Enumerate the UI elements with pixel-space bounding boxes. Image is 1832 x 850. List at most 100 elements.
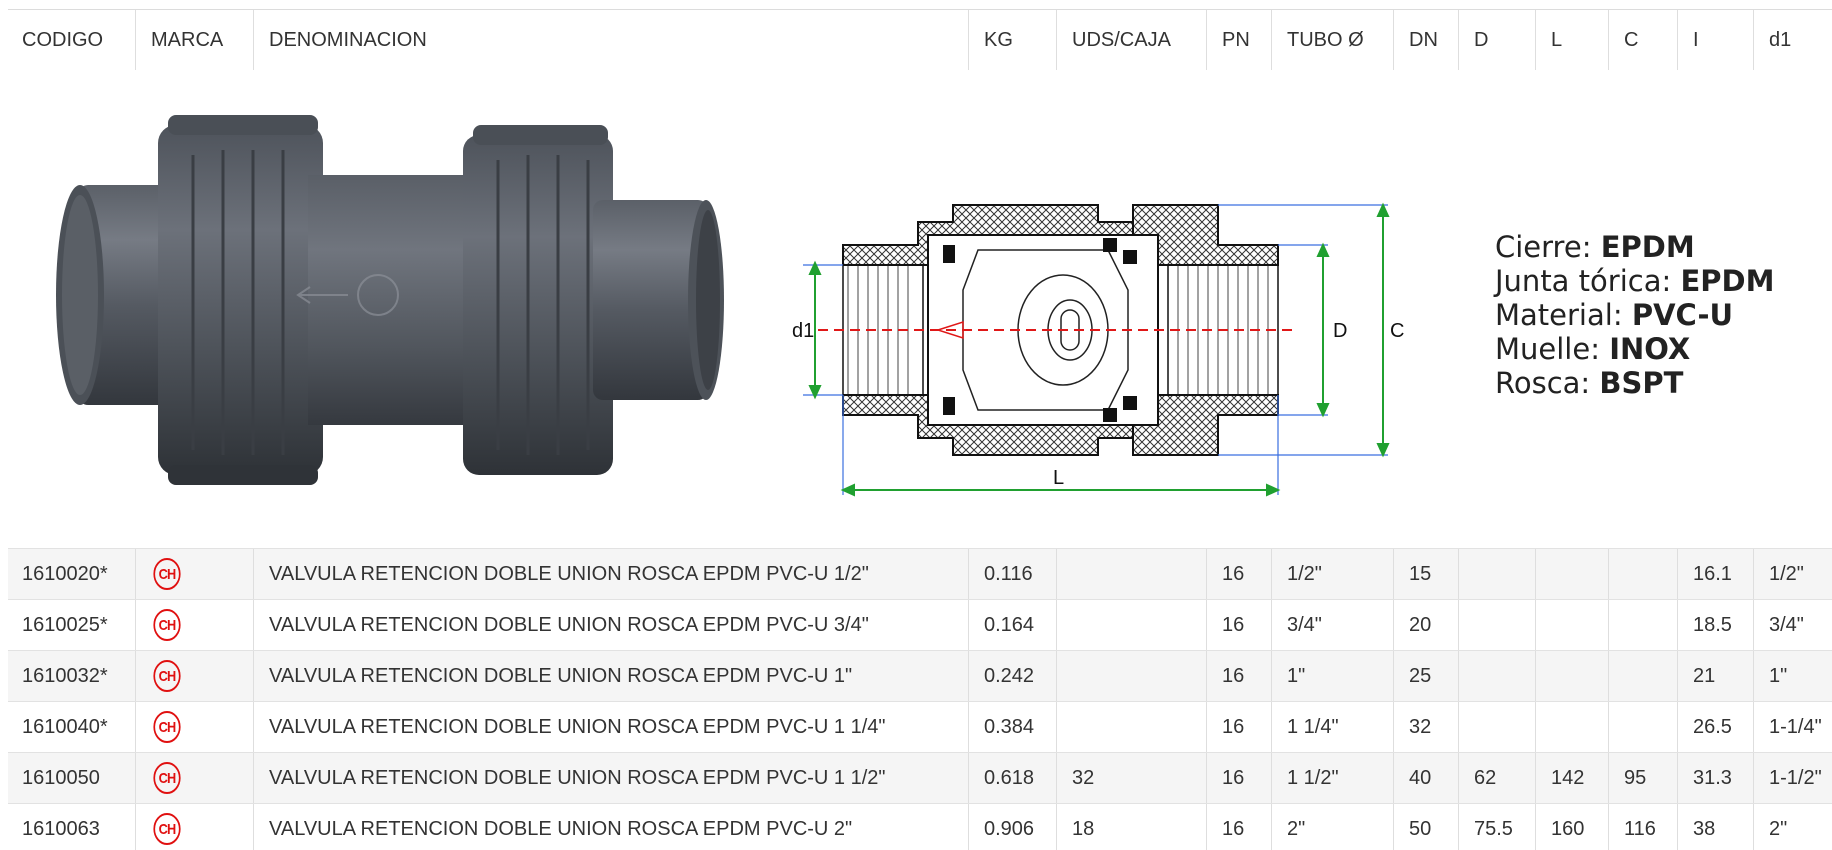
product-photo bbox=[56, 115, 724, 485]
cell-kg: 0.906 bbox=[968, 804, 1056, 850]
cell-codigo: 1610020* bbox=[22, 562, 108, 585]
cell-pn: 16 bbox=[1206, 600, 1271, 650]
cell-tubo: 1 1/4" bbox=[1271, 702, 1393, 752]
cell-codigo: 1610040* bbox=[22, 715, 108, 738]
brand-logo-icon: CH bbox=[153, 711, 181, 743]
cell-l bbox=[1535, 600, 1608, 650]
table-row[interactable]: 1610020* CH VALVULA RETENCION DOBLE UNIO… bbox=[8, 549, 1832, 600]
cell-uds-caja bbox=[1056, 651, 1206, 701]
cell-l bbox=[1535, 651, 1608, 701]
cell-uds-caja bbox=[1056, 600, 1206, 650]
cell-d1: 3/4" bbox=[1753, 600, 1832, 650]
cell-codigo: 1610063 bbox=[22, 817, 100, 840]
cell-marca: CH bbox=[135, 600, 253, 650]
cell-denominacion: VALVULA RETENCION DOBLE UNION ROSCA EPDM… bbox=[253, 702, 968, 752]
table-row[interactable]: 1610025* CH VALVULA RETENCION DOBLE UNIO… bbox=[8, 600, 1832, 651]
cell-kg: 0.164 bbox=[968, 600, 1056, 650]
brand-logo-icon: CH bbox=[153, 660, 181, 692]
header-l[interactable]: L bbox=[1535, 10, 1608, 70]
header-kg[interactable]: KG bbox=[968, 10, 1056, 70]
cell-l: 160 bbox=[1535, 804, 1608, 850]
cell-denominacion: VALVULA RETENCION DOBLE UNION ROSCA EPDM… bbox=[253, 549, 968, 599]
cell-i: 31.3 bbox=[1677, 753, 1753, 803]
brand-logo-icon: CH bbox=[153, 762, 181, 794]
cell-codigo: 1610050 bbox=[22, 766, 100, 789]
cell-dn: 32 bbox=[1393, 702, 1458, 752]
cell-denominacion: VALVULA RETENCION DOBLE UNION ROSCA EPDM… bbox=[253, 600, 968, 650]
cell-d bbox=[1458, 702, 1535, 752]
header-denominacion[interactable]: DENOMINACION bbox=[253, 10, 968, 70]
spec-junta-torica: Junta tórica: EPDM bbox=[1495, 264, 1775, 298]
cell-dn: 20 bbox=[1393, 600, 1458, 650]
cell-marca: CH bbox=[135, 702, 253, 752]
cell-l bbox=[1535, 702, 1608, 752]
cell-tubo: 3/4" bbox=[1271, 600, 1393, 650]
cell-l: 142 bbox=[1535, 753, 1608, 803]
cell-d1: 1" bbox=[1753, 651, 1832, 701]
header-uds-caja[interactable]: UDS/CAJA bbox=[1056, 10, 1206, 70]
cell-pn: 16 bbox=[1206, 804, 1271, 850]
cell-marca: CH bbox=[135, 804, 253, 850]
cell-pn: 16 bbox=[1206, 549, 1271, 599]
cell-denominacion: VALVULA RETENCION DOBLE UNION ROSCA EPDM… bbox=[253, 651, 968, 701]
spec-rosca: Rosca: BSPT bbox=[1495, 366, 1684, 400]
product-image-row: d1 D C L Cierre: EPDM Junta tórica: EPDM… bbox=[8, 70, 1832, 549]
cell-d bbox=[1458, 600, 1535, 650]
cell-pn: 16 bbox=[1206, 753, 1271, 803]
cell-c bbox=[1608, 702, 1677, 752]
brand-logo-icon: CH bbox=[153, 813, 181, 845]
cell-uds-caja bbox=[1056, 549, 1206, 599]
brand-logo-icon: CH bbox=[153, 558, 181, 590]
cell-dn: 15 bbox=[1393, 549, 1458, 599]
spec-cierre: Cierre: EPDM bbox=[1495, 230, 1695, 264]
header-tubo[interactable]: TUBO Ø bbox=[1271, 10, 1393, 70]
table-row[interactable]: 1610063 CH VALVULA RETENCION DOBLE UNION… bbox=[8, 804, 1832, 850]
cell-d1: 1-1/4" bbox=[1753, 702, 1832, 752]
dimension-label-D: D bbox=[1333, 320, 1347, 342]
cell-uds-caja bbox=[1056, 702, 1206, 752]
cell-d bbox=[1458, 549, 1535, 599]
cell-denominacion: VALVULA RETENCION DOBLE UNION ROSCA EPDM… bbox=[253, 804, 968, 850]
cell-c: 116 bbox=[1608, 804, 1677, 850]
table-row[interactable]: 1610032* CH VALVULA RETENCION DOBLE UNIO… bbox=[8, 651, 1832, 702]
cell-d1: 2" bbox=[1753, 804, 1832, 850]
cell-i: 38 bbox=[1677, 804, 1753, 850]
cell-c bbox=[1608, 651, 1677, 701]
table-row[interactable]: 1610040* CH VALVULA RETENCION DOBLE UNIO… bbox=[8, 702, 1832, 753]
cell-marca: CH bbox=[135, 549, 253, 599]
header-d1[interactable]: d1 bbox=[1753, 10, 1832, 70]
cell-c: 95 bbox=[1608, 753, 1677, 803]
cell-tubo: 1 1/2" bbox=[1271, 753, 1393, 803]
header-i[interactable]: I bbox=[1677, 10, 1753, 70]
table-row[interactable]: 1610050 CH VALVULA RETENCION DOBLE UNION… bbox=[8, 753, 1832, 804]
cell-codigo: 1610032* bbox=[22, 664, 108, 687]
cell-pn: 16 bbox=[1206, 651, 1271, 701]
header-d[interactable]: D bbox=[1458, 10, 1535, 70]
cell-uds-caja: 32 bbox=[1056, 753, 1206, 803]
cell-marca: CH bbox=[135, 753, 253, 803]
dimension-label-d1: d1 bbox=[792, 320, 814, 342]
cell-i: 21 bbox=[1677, 651, 1753, 701]
cell-kg: 0.116 bbox=[968, 549, 1056, 599]
header-pn[interactable]: PN bbox=[1206, 10, 1271, 70]
cell-kg: 0.242 bbox=[968, 651, 1056, 701]
header-dn[interactable]: DN bbox=[1393, 10, 1458, 70]
header-c[interactable]: C bbox=[1608, 10, 1677, 70]
spec-muelle: Muelle: INOX bbox=[1495, 332, 1691, 366]
dimension-label-C: C bbox=[1390, 320, 1404, 342]
brand-logo-icon: CH bbox=[153, 609, 181, 641]
cell-c bbox=[1608, 549, 1677, 599]
dimension-label-L: L bbox=[1053, 467, 1064, 489]
cell-codigo: 1610025* bbox=[22, 613, 108, 636]
header-codigo[interactable]: CODIGO bbox=[22, 28, 104, 51]
cell-d: 62 bbox=[1458, 753, 1535, 803]
cell-dn: 25 bbox=[1393, 651, 1458, 701]
cell-d bbox=[1458, 651, 1535, 701]
cell-tubo: 2" bbox=[1271, 804, 1393, 850]
spec-material: Material: PVC-U bbox=[1495, 298, 1734, 332]
cell-i: 26.5 bbox=[1677, 702, 1753, 752]
cell-pn: 16 bbox=[1206, 702, 1271, 752]
header-marca[interactable]: MARCA bbox=[135, 10, 253, 70]
cell-denominacion: VALVULA RETENCION DOBLE UNION ROSCA EPDM… bbox=[253, 753, 968, 803]
cell-tubo: 1" bbox=[1271, 651, 1393, 701]
